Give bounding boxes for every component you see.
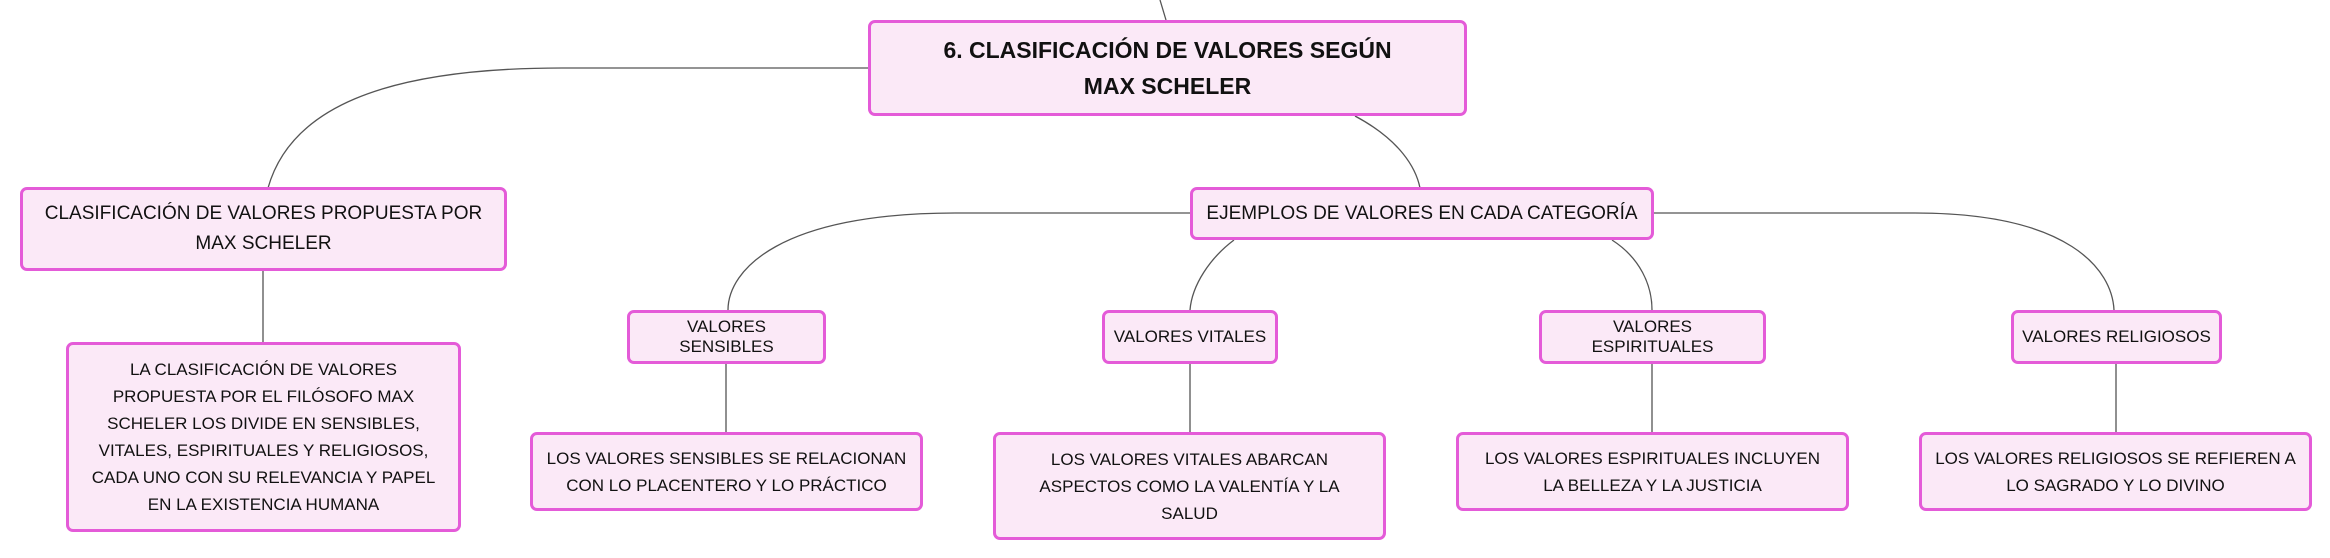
category-valores-sensibles[interactable]: VALORES SENSIBLES	[627, 310, 826, 364]
connector-right-religiosos	[1652, 212, 2115, 311]
category-valores-vitales[interactable]: VALORES VITALES	[1102, 310, 1278, 364]
detail-valores-religiosos-text: LOS VALORES RELIGIOSOS SE REFIEREN A LO …	[1935, 448, 2296, 495]
root-topic[interactable]: 6. CLASIFICACIÓN DE VALORES SEGÚN MAX SC…	[868, 20, 1467, 116]
category-valores-religiosos-label: VALORES RELIGIOSOS	[2022, 327, 2211, 346]
category-valores-espirituales-label: VALORES ESPIRITUALES	[1591, 317, 1714, 356]
topic-clasificacion-propuesta[interactable]: CLASIFICACIÓN DE VALORES PROPUESTA POR M…	[20, 187, 507, 271]
category-valores-sensibles-label: VALORES SENSIBLES	[679, 317, 774, 356]
detail-valores-sensibles[interactable]: LOS VALORES SENSIBLES SE RELACIONAN CON …	[530, 432, 923, 511]
detail-valores-religiosos[interactable]: LOS VALORES RELIGIOSOS SE REFIEREN A LO …	[1919, 432, 2312, 511]
root-topic-label: 6. CLASIFICACIÓN DE VALORES SEGÚN MAX SC…	[943, 37, 1392, 99]
topic-ejemplos-label: EJEMPLOS DE VALORES EN CADA CATEGORÍA	[1206, 202, 1638, 224]
topic-clasificacion-propuesta-label: CLASIFICACIÓN DE VALORES PROPUESTA POR M…	[44, 203, 483, 254]
detail-valores-espirituales-text: LOS VALORES ESPIRITUALES INCLUYEN LA BEL…	[1484, 448, 1821, 495]
detail-valores-vitales-text: LOS VALORES VITALES ABARCAN ASPECTOS COM…	[1039, 449, 1340, 523]
topic-ejemplos[interactable]: EJEMPLOS DE VALORES EN CADA CATEGORÍA	[1190, 187, 1654, 240]
detail-valores-sensibles-text: LOS VALORES SENSIBLES SE RELACIONAN CON …	[546, 448, 907, 495]
connector-right-vitales	[1189, 239, 1235, 311]
connector-right-sensibles	[727, 212, 1192, 311]
connector-root-left	[267, 67, 868, 189]
category-valores-espirituales[interactable]: VALORES ESPIRITUALES	[1539, 310, 1766, 364]
connector-top-stub	[1159, 0, 1167, 21]
category-valores-religiosos[interactable]: VALORES RELIGIOSOS	[2011, 310, 2222, 364]
category-valores-vitales-label: VALORES VITALES	[1113, 327, 1267, 346]
detail-valores-vitales[interactable]: LOS VALORES VITALES ABARCAN ASPECTOS COM…	[993, 432, 1386, 540]
detail-clasificacion-propuesta-text: LA CLASIFICACIÓN DE VALORES PROPUESTA PO…	[91, 360, 436, 514]
connector-root-right	[1354, 115, 1421, 189]
connector-right-espirituales	[1611, 239, 1653, 311]
detail-clasificacion-propuesta[interactable]: LA CLASIFICACIÓN DE VALORES PROPUESTA PO…	[66, 342, 461, 532]
detail-valores-espirituales[interactable]: LOS VALORES ESPIRITUALES INCLUYEN LA BEL…	[1456, 432, 1849, 511]
